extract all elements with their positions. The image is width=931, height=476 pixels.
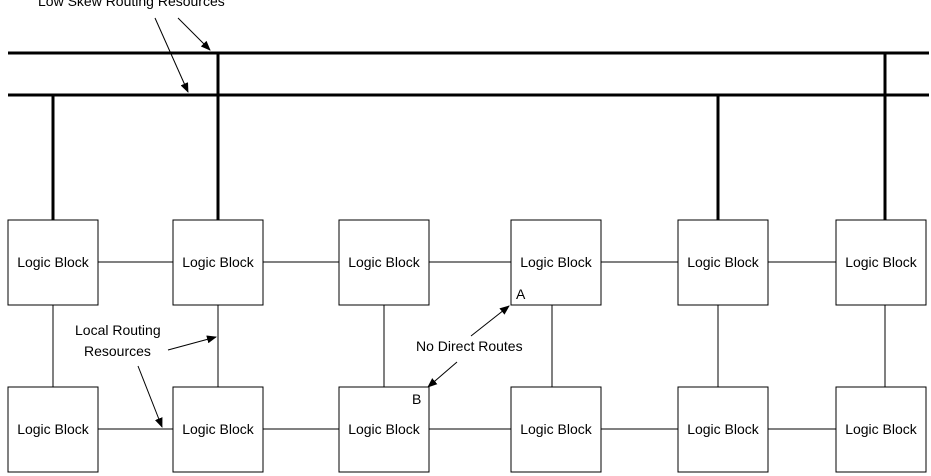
logic-block-top-3: Logic Block [338, 219, 430, 306]
logic-block-bottom-1: Logic Block [7, 386, 99, 473]
low-skew-arrow-top [177, 17, 211, 51]
logic-block-label: Logic Block [17, 254, 90, 270]
no-direct-routes-label: No Direct Routes [416, 338, 523, 354]
logic-block-top-6: Logic Block [835, 219, 927, 306]
logic-block-top-5: Logic Block [677, 219, 769, 306]
logic-block-bottom-4: Logic Block [510, 386, 602, 473]
logic-block-label: Logic Block [520, 421, 593, 437]
local-routing-label-line2: Resources [84, 343, 151, 359]
logic-block-label: Logic Block [348, 421, 421, 437]
logic-block-top-1: Logic Block [7, 219, 99, 306]
no-direct-routes-arrow-to-a [470, 305, 510, 337]
logic-block-label: Logic Block [348, 254, 421, 270]
logic-block-bottom-5: Logic Block [677, 386, 769, 473]
logic-block-label: Logic Block [520, 254, 593, 270]
point-b-label: B [412, 391, 421, 407]
logic-block-bottom-3: Logic Block B [338, 386, 430, 473]
local-routing-label-line1: Local Routing [75, 322, 161, 338]
local-routing-arrow-lower [137, 365, 163, 428]
logic-block-label: Logic Block [687, 421, 760, 437]
logic-block-label: Logic Block [182, 254, 255, 270]
logic-block-label: Logic Block [845, 421, 918, 437]
logic-block-label: Logic Block [687, 254, 760, 270]
low-skew-label: Low Skew Routing Resources [38, 0, 225, 9]
local-routing-arrow-upper [167, 335, 217, 351]
logic-block-top-2: Logic Block [172, 219, 264, 306]
point-a-label: A [516, 286, 526, 302]
logic-block-label: Logic Block [845, 254, 918, 270]
logic-block-label: Logic Block [182, 421, 255, 437]
logic-block-bottom-6: Logic Block [835, 386, 927, 473]
logic-block-bottom-2: Logic Block [172, 386, 264, 473]
logic-block-label: Logic Block [17, 421, 90, 437]
logic-block-top-4: Logic Block A [510, 219, 602, 306]
low-skew-arrow-bottom [154, 17, 189, 93]
no-direct-routes-arrow-to-b [427, 361, 458, 388]
